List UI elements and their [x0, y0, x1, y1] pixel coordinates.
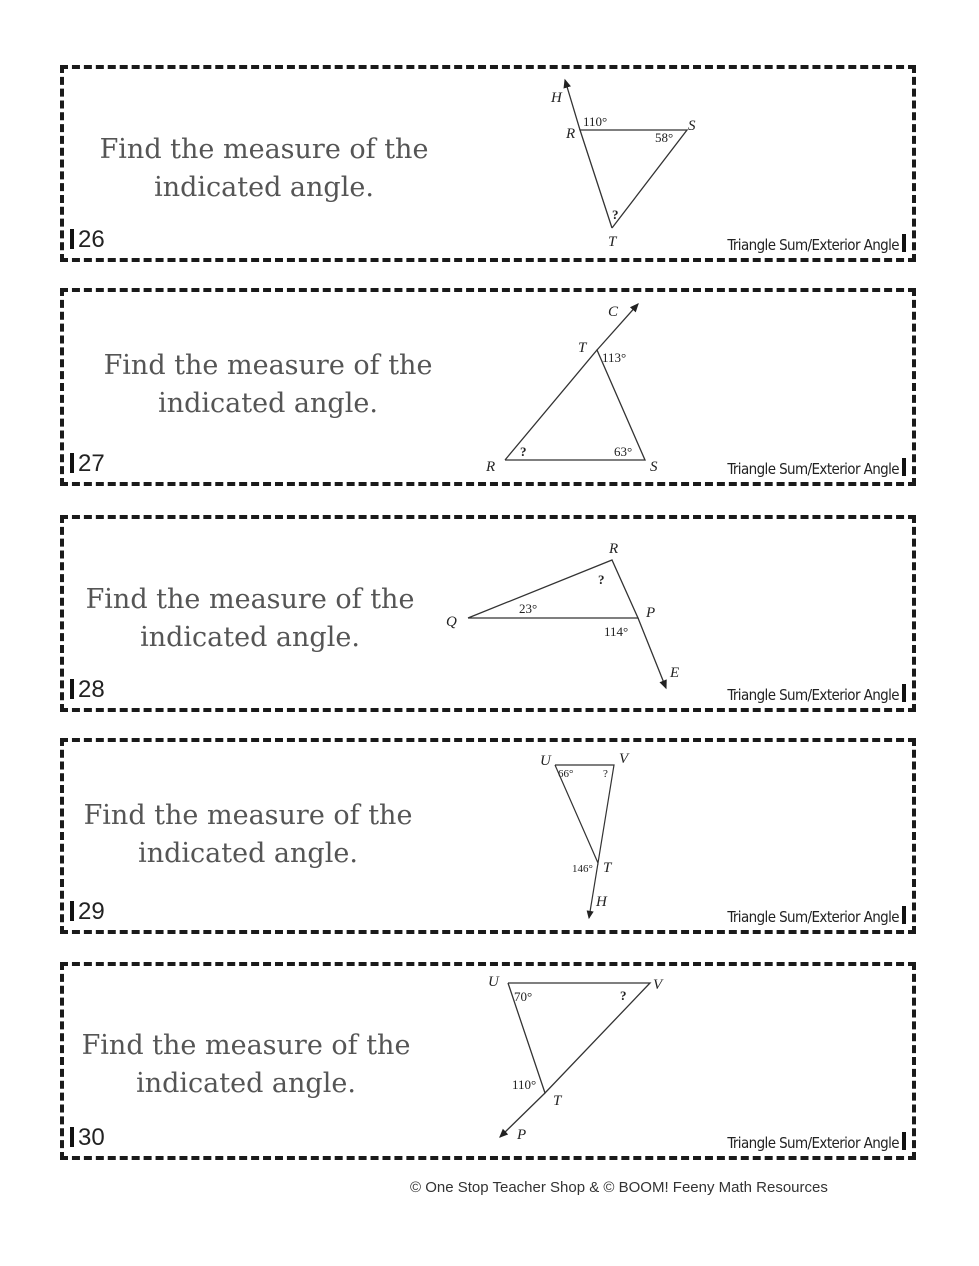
card-number: 29 — [70, 898, 105, 926]
copyright-footer: © One Stop Teacher Shop & © BOOM! Feeny … — [410, 1179, 828, 1196]
card-number: 27 — [70, 450, 105, 478]
prompt: Find the measure of the indicated angle. — [66, 1027, 426, 1103]
card-number: 30 — [70, 1124, 105, 1152]
prompt: Find the measure of the indicated angle. — [68, 797, 428, 873]
prompt-line: Find the measure of the — [83, 800, 413, 831]
prompt-line: indicated angle. — [136, 1068, 356, 1099]
prompt: Find the measure of the indicated angle. — [88, 347, 448, 423]
prompt-line: indicated angle. — [138, 838, 358, 869]
card-number: 28 — [70, 676, 105, 704]
prompt-line: Find the measure of the — [103, 350, 433, 381]
prompt: Find the measure of the indicated angle. — [84, 131, 444, 207]
prompt: Find the measure of the indicated angle. — [70, 581, 430, 657]
prompt-line: indicated angle. — [140, 622, 360, 653]
topic-label: Triangle Sum/Exterior Angle — [727, 684, 906, 704]
prompt-line: Find the measure of the — [99, 134, 429, 165]
card-number: 26 — [70, 226, 105, 254]
topic-label: Triangle Sum/Exterior Angle — [727, 906, 906, 926]
prompt-line: indicated angle. — [158, 388, 378, 419]
topic-label: Triangle Sum/Exterior Angle — [727, 234, 906, 254]
prompt-line: Find the measure of the — [81, 1030, 411, 1061]
prompt-line: Find the measure of the — [85, 584, 415, 615]
prompt-line: indicated angle. — [154, 172, 374, 203]
topic-label: Triangle Sum/Exterior Angle — [727, 458, 906, 478]
topic-label: Triangle Sum/Exterior Angle — [727, 1132, 906, 1152]
